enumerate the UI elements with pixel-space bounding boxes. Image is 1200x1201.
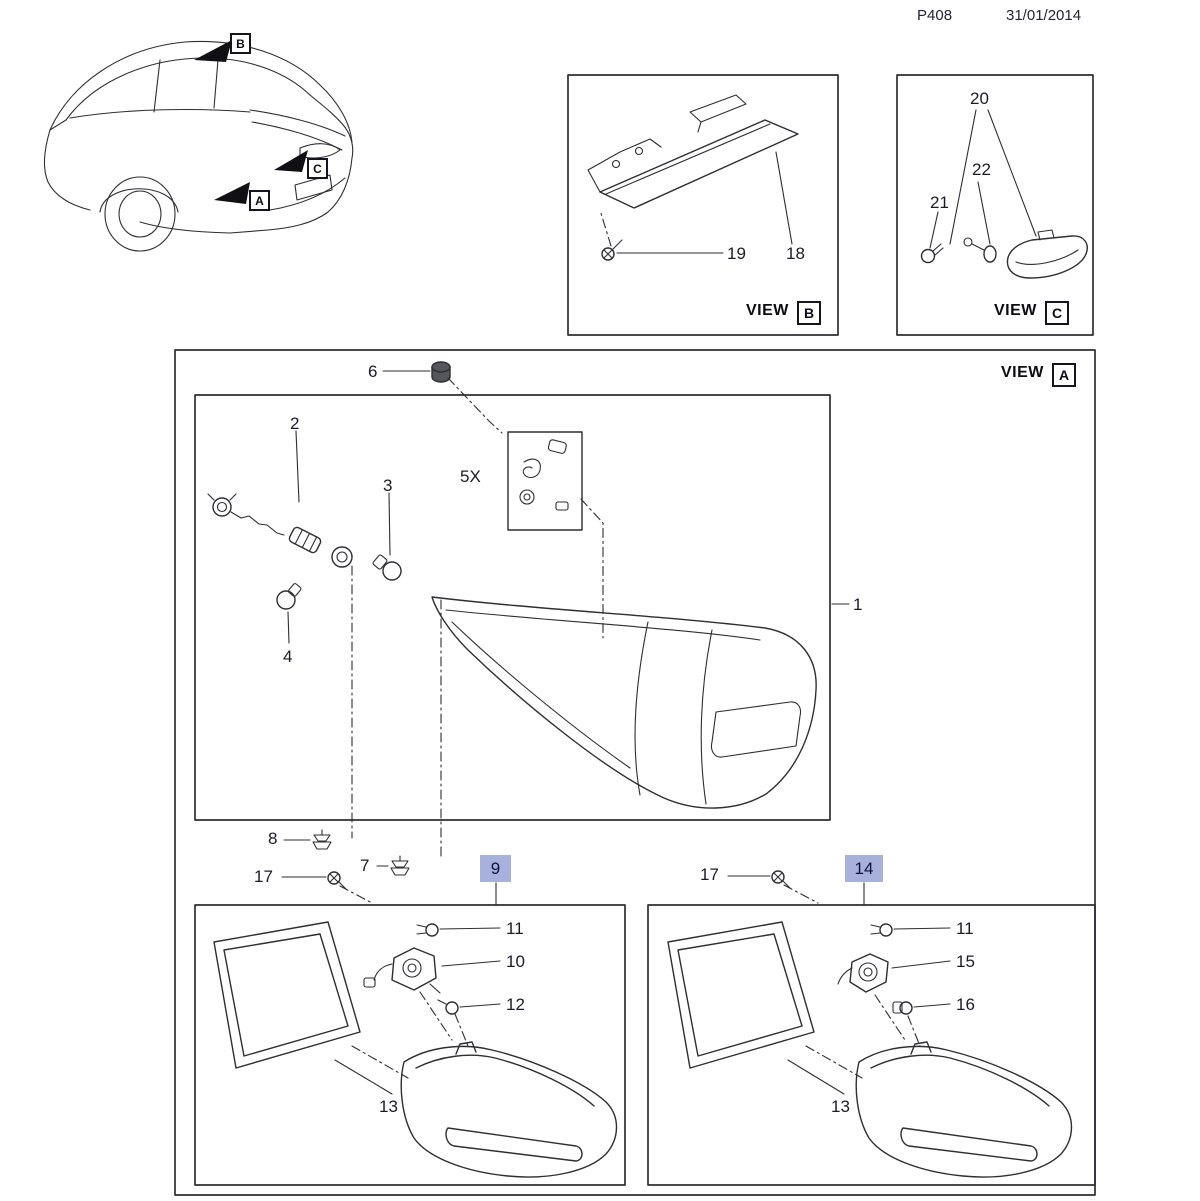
callout-1: 1 xyxy=(853,595,863,614)
callout-16: 16 xyxy=(956,995,975,1014)
car-tag-b: B xyxy=(230,33,251,54)
clip-icon xyxy=(312,829,332,850)
callout-6: 6 xyxy=(368,362,378,381)
left-lamp-detail-box xyxy=(194,904,626,1186)
callout-18: 18 xyxy=(786,244,805,263)
bulb-socket-assembly-drawing xyxy=(363,947,441,994)
high-stop-lamp-drawing xyxy=(587,94,799,209)
callout-21: 21 xyxy=(930,193,949,212)
view-b-letter: B xyxy=(797,301,821,325)
arrow-b-icon xyxy=(194,40,232,62)
inner-lamp-drawing xyxy=(855,1041,1073,1178)
view-a-letter: A xyxy=(1052,363,1076,387)
right-lamp-detail-box xyxy=(647,904,1096,1186)
callout-9-highlighted[interactable]: 9 xyxy=(480,855,511,882)
view-b-panel xyxy=(567,74,839,336)
callout-2: 2 xyxy=(290,414,300,433)
callout-3: 3 xyxy=(383,476,393,495)
car-sketch xyxy=(43,40,354,252)
bulb-icon xyxy=(372,554,402,581)
nut-icon xyxy=(431,361,451,383)
tail-lamp-drawing xyxy=(431,596,817,809)
arrow-c-icon xyxy=(274,150,308,172)
callout-17-left: 17 xyxy=(254,867,273,886)
callout-8: 8 xyxy=(268,829,278,848)
car-tag-c: C xyxy=(307,158,328,179)
page-date: 31/01/2014 xyxy=(1006,7,1082,24)
bulb-icon xyxy=(276,583,302,610)
clip-icon xyxy=(390,855,410,876)
bulb-socket-icon xyxy=(963,237,997,263)
callout-5x: 5X xyxy=(460,467,481,486)
screw-icon xyxy=(327,871,347,890)
reflector-panel-drawing xyxy=(213,921,361,1069)
bulb-icon xyxy=(892,1001,913,1015)
bulb-icon xyxy=(870,923,893,937)
callout-13-left: 13 xyxy=(379,1097,398,1116)
license-lamp-drawing xyxy=(1006,229,1088,279)
bulb-socket-drawing xyxy=(837,953,889,993)
view-b-label: VIEW xyxy=(746,302,789,319)
clip-kit-box xyxy=(507,431,583,531)
callout-10: 10 xyxy=(506,952,525,971)
callout-7: 7 xyxy=(360,856,370,875)
wiring-harness-drawing xyxy=(207,493,353,568)
view-c-panel xyxy=(896,74,1094,336)
page-code: P408 xyxy=(917,7,953,24)
bulb-icon xyxy=(437,999,459,1015)
screw-icon xyxy=(771,870,791,889)
view-a-label: VIEW xyxy=(1001,364,1044,381)
callout-20: 20 xyxy=(970,89,989,108)
arrow-a-icon xyxy=(214,182,250,204)
callout-11-left: 11 xyxy=(506,919,524,938)
bulb-icon xyxy=(920,243,944,264)
view-c-label: VIEW xyxy=(994,302,1037,319)
car-tag-a: A xyxy=(249,190,270,211)
callout-4: 4 xyxy=(283,647,293,666)
callout-13-right: 13 xyxy=(831,1097,850,1116)
view-a-panel xyxy=(174,349,1096,1196)
bulb-icon xyxy=(416,923,439,937)
callout-17-right: 17 xyxy=(700,865,719,884)
callout-19: 19 xyxy=(727,244,746,263)
callout-15: 15 xyxy=(956,952,975,971)
callout-12: 12 xyxy=(506,995,525,1014)
callout-11-right: 11 xyxy=(956,919,974,938)
inner-lamp-drawing xyxy=(400,1041,618,1178)
screw-icon xyxy=(601,239,623,261)
callout-22: 22 xyxy=(972,160,991,179)
reflector-panel-drawing xyxy=(667,921,815,1069)
view-c-letter: C xyxy=(1045,301,1069,325)
callout-14-highlighted[interactable]: 14 xyxy=(845,855,883,882)
